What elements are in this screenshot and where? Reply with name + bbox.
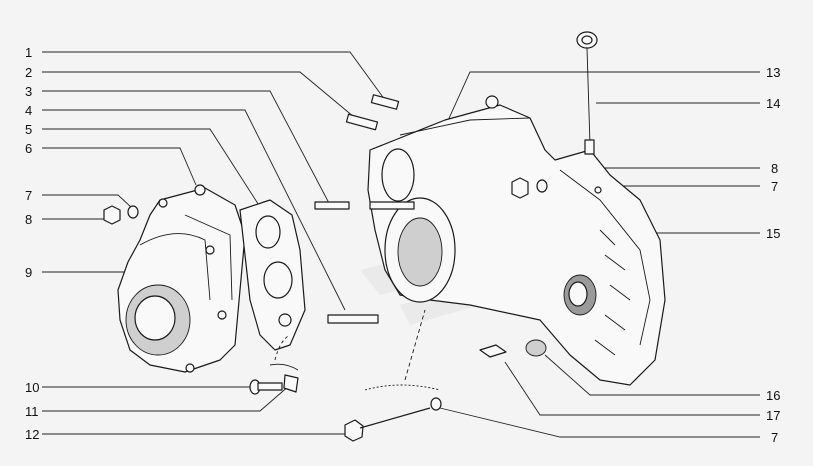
nut-8-right-part xyxy=(511,177,529,199)
callout-labels-right: 13 14 8 7 15 16 17 7 xyxy=(766,65,780,445)
callout-11: 11 xyxy=(25,404,39,419)
callout-5: 5 xyxy=(25,122,32,137)
stud-4-part xyxy=(327,314,379,324)
callout-2: 2 xyxy=(25,65,32,80)
block-17-part xyxy=(479,344,507,358)
callout-10: 10 xyxy=(25,380,39,395)
studs-group xyxy=(314,94,415,324)
leader-lines-left xyxy=(42,51,386,435)
bolt-12-part xyxy=(344,407,431,442)
callout-16: 16 xyxy=(766,388,780,403)
callout-14: 14 xyxy=(766,96,780,111)
callout-4: 4 xyxy=(25,103,32,118)
stud-3-part xyxy=(314,201,415,210)
callout-7-left: 7 xyxy=(25,188,32,203)
callout-17: 17 xyxy=(766,408,780,423)
callout-labels-left: 1 2 3 4 5 6 7 8 9 10 11 12 xyxy=(25,45,39,442)
washer-7-right-part xyxy=(536,179,548,193)
callout-6: 6 xyxy=(25,141,32,156)
gasket-part xyxy=(239,199,306,351)
washer-7-left-part xyxy=(127,205,139,219)
callout-15: 15 xyxy=(766,226,780,241)
callout-12: 12 xyxy=(25,427,39,442)
dipstick-part xyxy=(576,31,598,155)
callout-7-right: 7 xyxy=(771,179,778,194)
callout-1: 1 xyxy=(25,45,32,60)
clip-11-part xyxy=(283,374,299,393)
leader-lines-right xyxy=(411,71,760,438)
callout-9: 9 xyxy=(25,265,32,280)
rear-cover-part xyxy=(117,184,246,373)
stud-2-part xyxy=(345,113,379,131)
callout-13: 13 xyxy=(766,65,780,80)
callout-3: 3 xyxy=(25,84,32,99)
nut-8-left-part xyxy=(103,205,121,225)
washer-7-bottom-part xyxy=(430,397,442,411)
screw-10-part xyxy=(249,379,283,395)
callout-7-bottom: 7 xyxy=(771,430,778,445)
callout-8-right: 8 xyxy=(771,161,778,176)
callout-8-left: 8 xyxy=(25,212,32,227)
plug-16-part xyxy=(525,339,547,357)
guide-lines xyxy=(269,309,441,391)
stud-1-part xyxy=(370,94,400,110)
transmission-housing-part xyxy=(367,95,666,386)
